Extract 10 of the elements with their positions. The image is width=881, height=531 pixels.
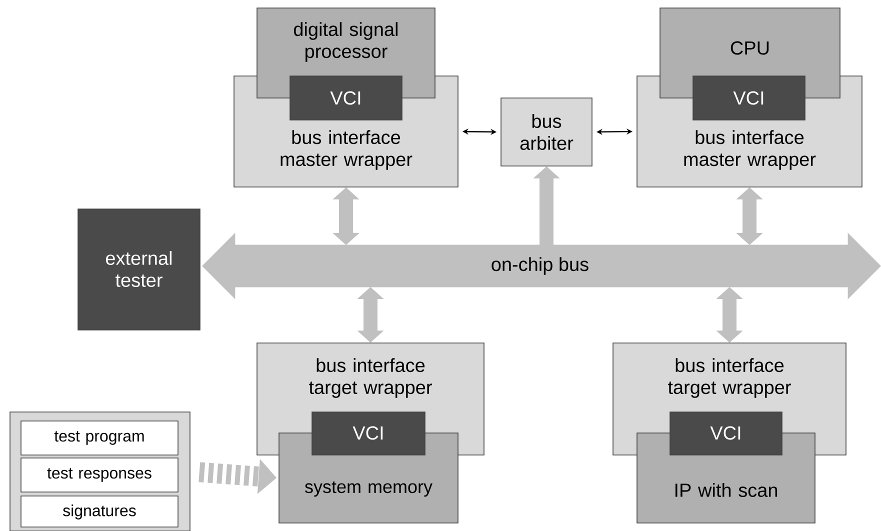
interface-box: VCI bbox=[290, 76, 402, 120]
interface-box: VCI bbox=[312, 412, 426, 456]
arbiter-box: bus arbiter bbox=[500, 98, 592, 166]
interface-box: VCI bbox=[670, 412, 782, 456]
bus-band: on-chip bus bbox=[202, 232, 881, 300]
interface-box: VCI bbox=[692, 76, 806, 120]
item-box: test program bbox=[20, 420, 178, 456]
item-box: test responses bbox=[20, 458, 178, 492]
tester-box: external tester bbox=[78, 208, 200, 330]
item-box: signatures bbox=[20, 496, 178, 528]
